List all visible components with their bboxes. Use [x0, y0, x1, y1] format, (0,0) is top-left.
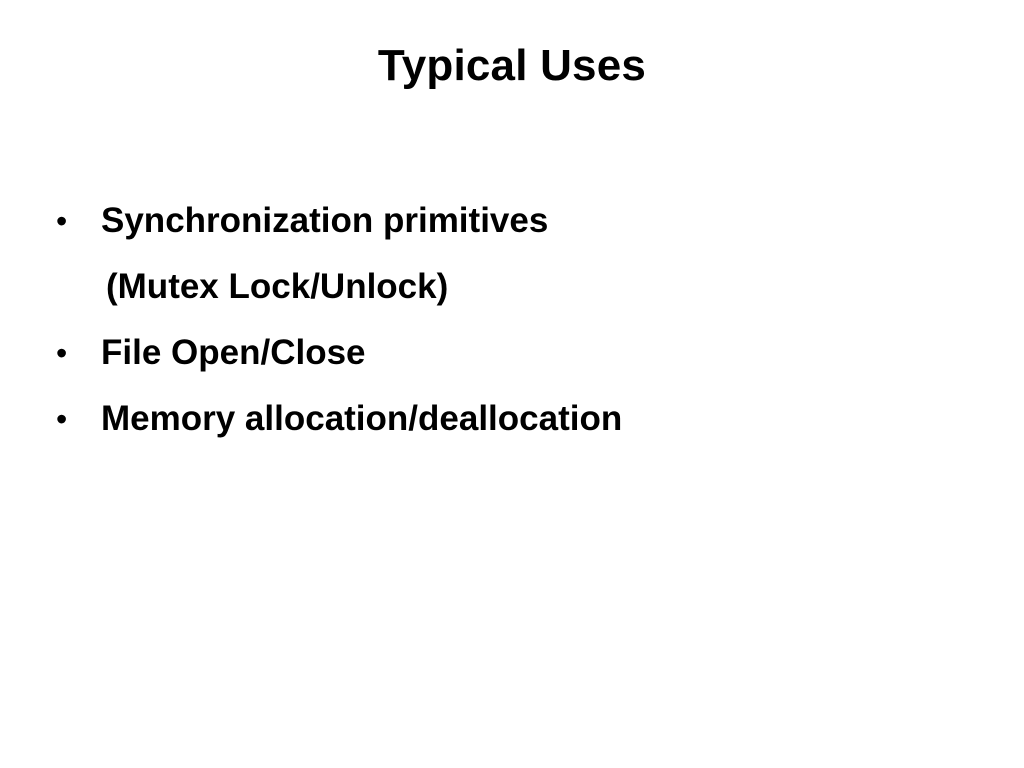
- bullet-item-memory-allocation: • Memory allocation/deallocation: [56, 386, 976, 452]
- bullet-item-file-open-close: • File Open/Close: [56, 320, 976, 386]
- bullet-icon: •: [56, 335, 68, 371]
- bullet-text: Memory allocation/deallocation: [101, 399, 623, 438]
- bullet-text: File Open/Close: [101, 333, 366, 372]
- bullet-continuation-text: (Mutex Lock/Unlock): [106, 267, 449, 306]
- bullet-icon: •: [56, 203, 68, 239]
- bullet-icon: •: [56, 401, 68, 437]
- bullet-item-synchronization: • Synchronization primitives (Mutex Lock…: [56, 188, 976, 320]
- bullet-list: • Synchronization primitives (Mutex Lock…: [56, 188, 976, 452]
- bullet-text: Synchronization primitives: [101, 201, 549, 240]
- slide-title: Typical Uses: [377, 41, 647, 90]
